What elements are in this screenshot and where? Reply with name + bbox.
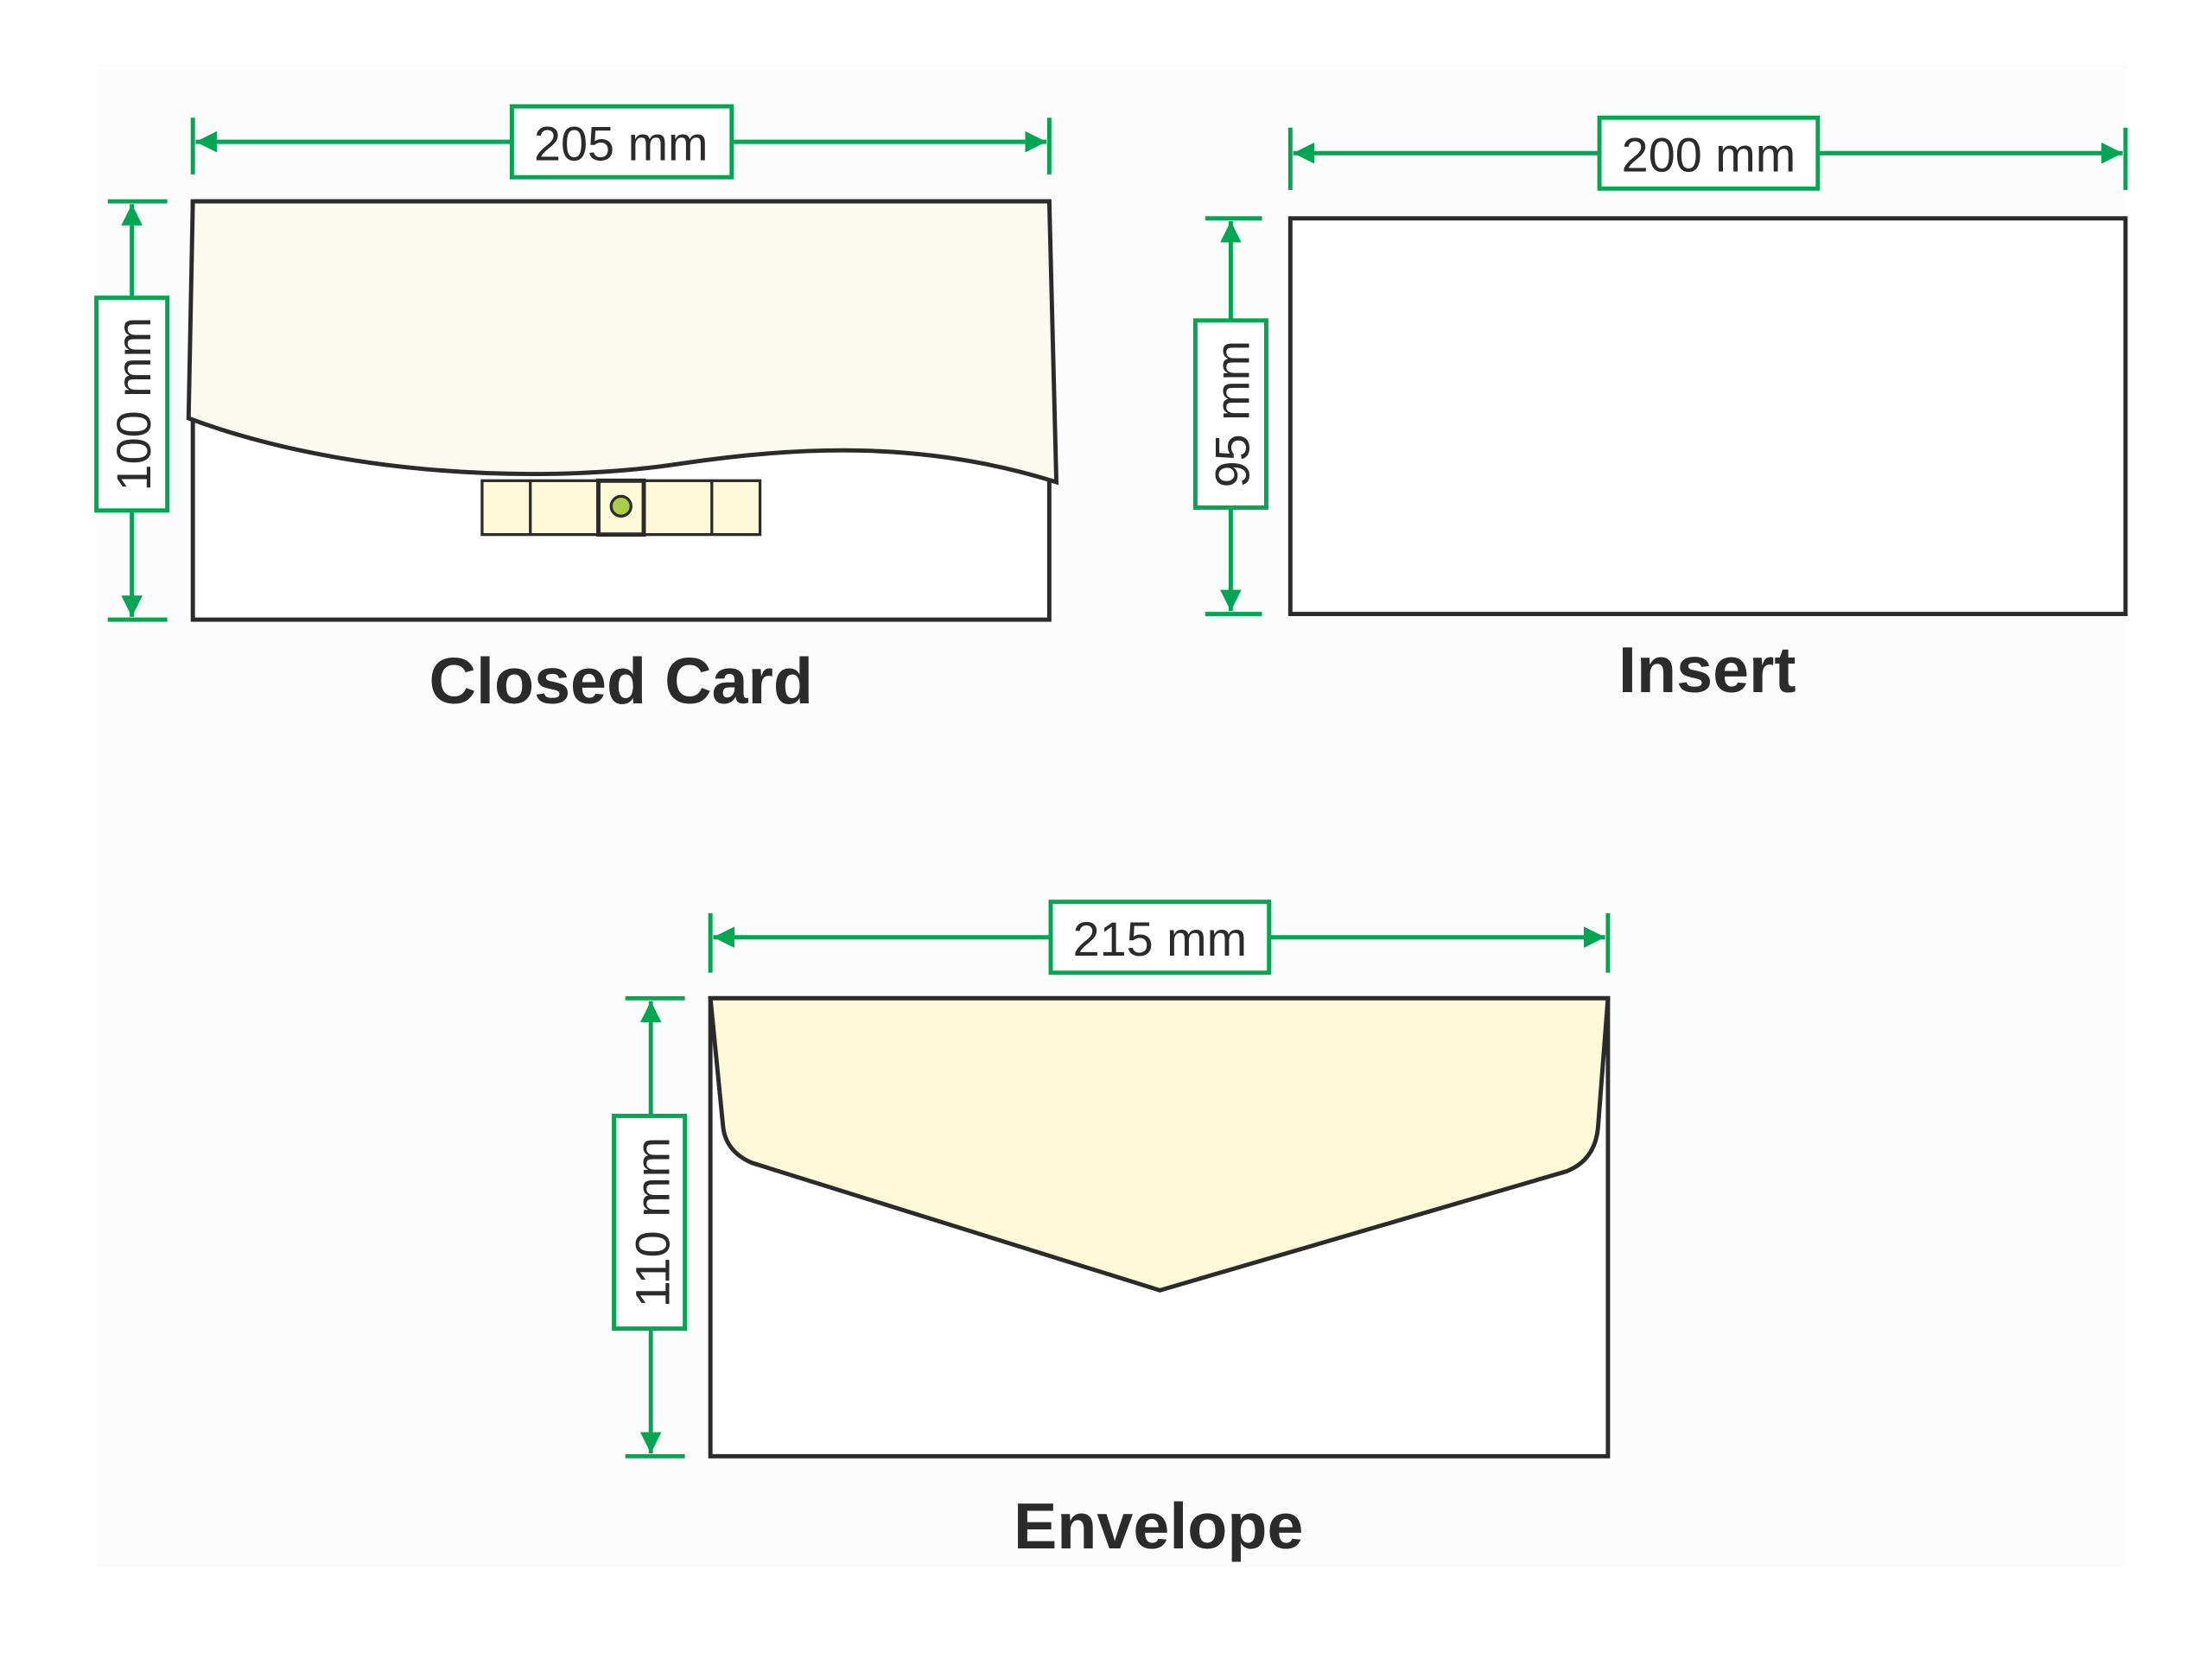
envelope: 215 mm 110 mm Envelope — [612, 899, 1611, 1562]
width-dimension — [708, 899, 1611, 976]
height-dimension — [94, 199, 170, 622]
width-label: 215 mm — [1073, 912, 1248, 966]
card-flap — [186, 199, 1059, 486]
width-label: 205 mm — [534, 116, 709, 170]
width-label: 200 mm — [1622, 128, 1796, 182]
closed-card-title: Closed Card — [429, 645, 814, 717]
height-dimension — [612, 995, 688, 1459]
width-dimension — [1287, 115, 2128, 191]
insert-title: Insert — [1618, 633, 1796, 706]
width-dimension — [190, 104, 1052, 180]
envelope-flap — [708, 995, 1611, 1293]
closed-card: 205 mm 100 mm Closed Card — [94, 104, 1059, 717]
insert-body — [1287, 216, 2128, 617]
height-label: 95 mm — [1205, 340, 1260, 487]
height-label: 100 mm — [106, 317, 161, 492]
height-label: 110 mm — [626, 1137, 680, 1307]
insert: 200 mm 95 mm Insert — [1192, 115, 2128, 706]
height-dimension — [1192, 216, 1268, 617]
clasp — [480, 478, 762, 537]
envelope-title: Envelope — [1014, 1490, 1304, 1562]
clasp-dot — [609, 494, 632, 518]
